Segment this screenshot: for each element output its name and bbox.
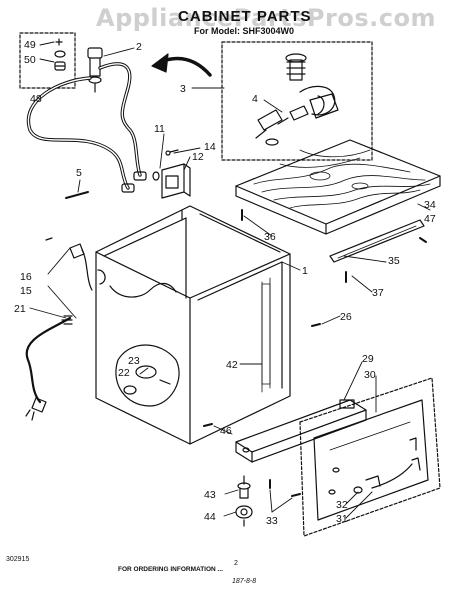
callout-44: 44 xyxy=(204,511,216,523)
part-code: 302915 xyxy=(6,556,30,563)
callout-22: 22 xyxy=(118,367,130,379)
rear-rail xyxy=(329,219,425,263)
leader-lines xyxy=(29,41,431,519)
callout-35: 35 xyxy=(388,255,400,267)
watermark-text: AppliancePartsPros.com xyxy=(96,4,436,32)
callout-50: 50 xyxy=(24,54,36,66)
base-frame xyxy=(235,399,367,463)
ordering-note: FOR ORDERING INFORMATION ... xyxy=(118,566,223,573)
screw-33b xyxy=(291,493,301,497)
callout-42: 42 xyxy=(226,359,238,371)
callout-32: 32 xyxy=(336,499,348,511)
callout-23: 23 xyxy=(128,355,140,367)
diagram-subtitle: For Model: SHF3004W0 xyxy=(194,26,295,36)
callout-47: 47 xyxy=(424,213,436,225)
cabinet-top-panel xyxy=(235,139,441,235)
callout-31: 31 xyxy=(336,513,348,525)
callout-46: 46 xyxy=(220,425,232,437)
leveling-leg xyxy=(235,475,253,527)
screw-46 xyxy=(203,423,213,427)
callout-37: 37 xyxy=(372,287,384,299)
callout-43: 43 xyxy=(204,489,216,501)
callout-1: 1 xyxy=(302,265,308,277)
callout-4: 4 xyxy=(252,93,258,105)
callout-21: 21 xyxy=(14,303,26,315)
callout-26: 26 xyxy=(340,311,352,323)
callout-49: 49 xyxy=(24,39,36,51)
screw-5 xyxy=(65,191,89,199)
page-number: 2 xyxy=(234,560,238,567)
callout-3: 3 xyxy=(180,83,186,95)
inset-box-cap xyxy=(19,32,76,89)
diagram-title: CABINET PARTS xyxy=(178,8,312,25)
callout-5: 5 xyxy=(76,167,82,179)
direction-arrow xyxy=(151,53,212,77)
callout-12: 12 xyxy=(192,151,204,163)
callout-33: 33 xyxy=(266,515,278,527)
toe-panel xyxy=(299,377,441,537)
power-cord xyxy=(25,237,93,421)
control-bracket xyxy=(152,149,191,199)
callout-48: 48 xyxy=(30,93,42,105)
callout-14: 14 xyxy=(204,141,216,153)
screw-47 xyxy=(419,237,427,243)
callout-11: 11 xyxy=(154,123,165,135)
callout-34: 34 xyxy=(424,199,436,211)
callout-30: 30 xyxy=(364,369,376,381)
screw-26 xyxy=(311,323,321,327)
callout-16: 16 xyxy=(20,271,32,283)
inset-box-pump xyxy=(221,41,373,161)
revision-mark: 187-8-8 xyxy=(232,578,257,585)
cabinet-body xyxy=(95,205,291,445)
callout-36: 36 xyxy=(264,231,276,243)
fill-valve-and-hoses xyxy=(26,47,147,193)
callout-29: 29 xyxy=(362,353,374,365)
callout-2: 2 xyxy=(136,41,142,53)
callout-15: 15 xyxy=(20,285,32,297)
